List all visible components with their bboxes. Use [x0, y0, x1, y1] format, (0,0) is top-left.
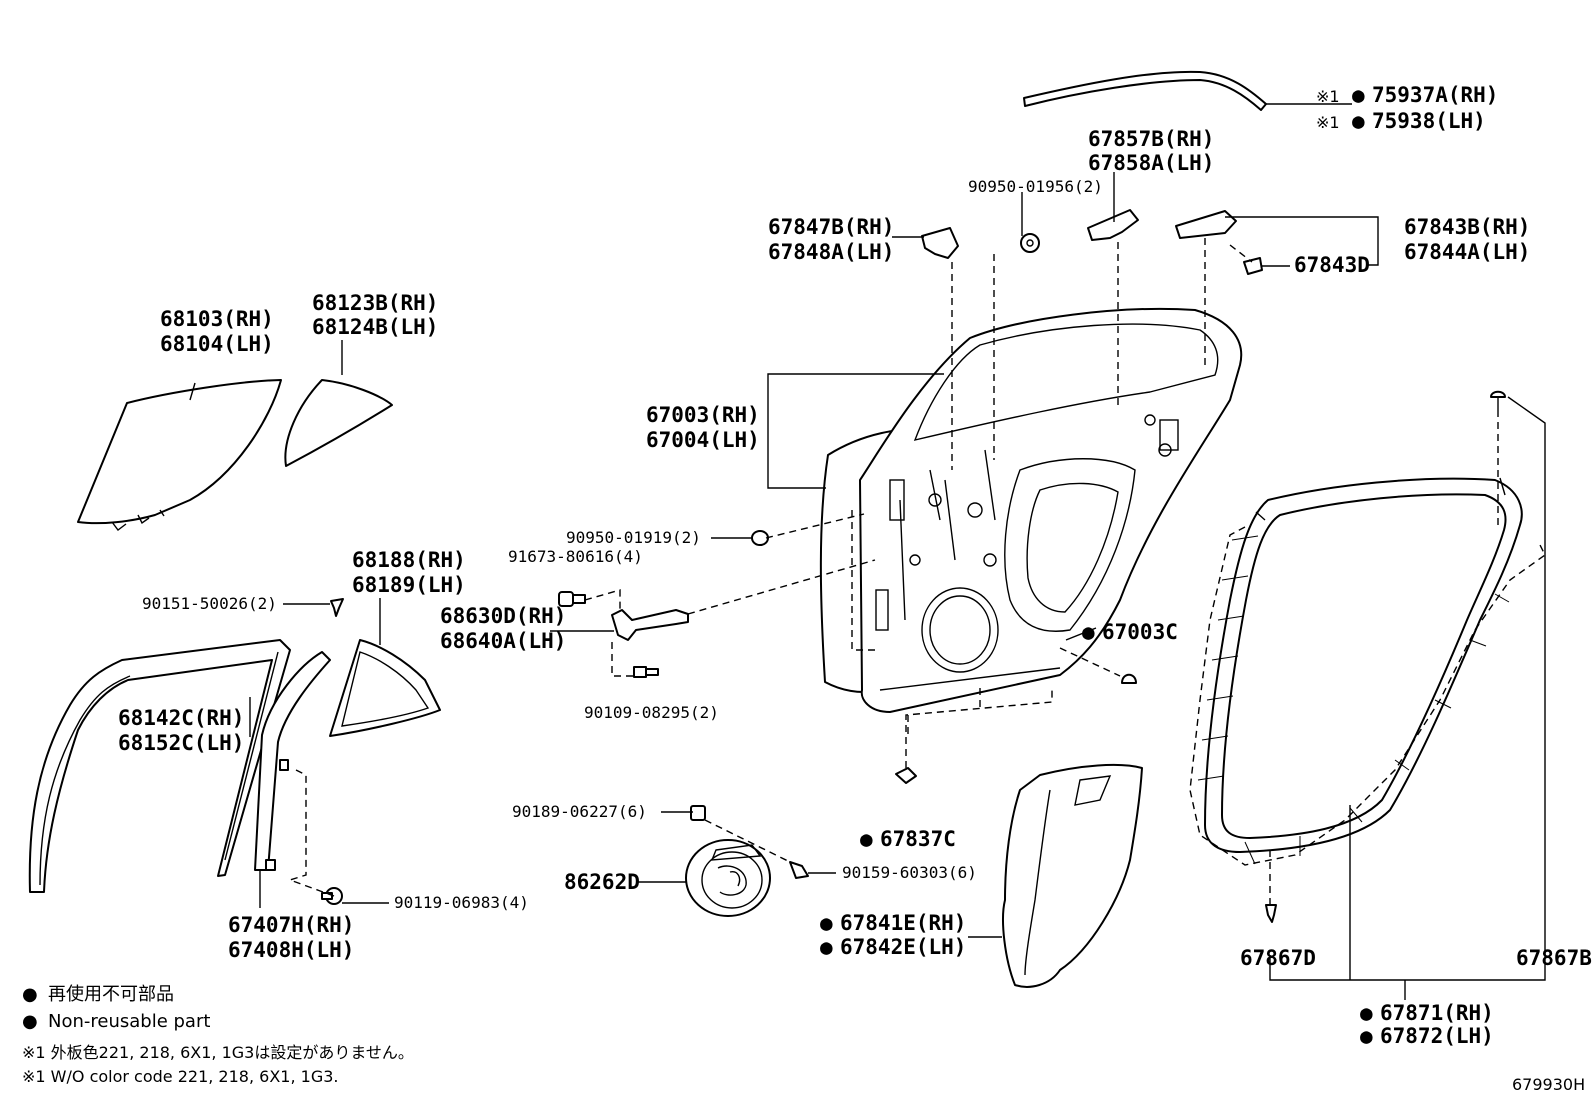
- label-68103: 68103(RH): [160, 307, 274, 331]
- clip-67837c-part: [895, 767, 917, 784]
- division-bar-part: [254, 651, 331, 871]
- label-75938-mark: ※1: [1316, 113, 1340, 132]
- glass-run-part: [28, 639, 291, 893]
- grommet-90950-01919-part: [751, 530, 769, 546]
- clip-67847b-part: [921, 227, 959, 259]
- label-67857b: 67857B(RH): [1088, 127, 1214, 151]
- label-67848a: 67848A(LH): [768, 240, 894, 264]
- dashed-lines: [287, 238, 1499, 905]
- label-67003c-bullet: ●: [1082, 620, 1095, 644]
- door-glass-part: [77, 379, 282, 531]
- legend-en-bullet: ●: [22, 1011, 38, 1032]
- bracket-67843b-part: [1175, 210, 1237, 239]
- bolt-91673-part: [558, 591, 586, 607]
- label-68630d: 68630D(RH): [440, 604, 566, 628]
- label-67407h: 67407H(RH): [228, 913, 354, 937]
- label-75937a-mark: ※1: [1316, 87, 1340, 106]
- label-67837c-bullet: ●: [860, 827, 873, 851]
- legend-jp-nonreusable: 再使用不可部品: [48, 984, 174, 1005]
- label-90119: 90119-06983(4): [394, 893, 529, 912]
- label-67408h: 67408H(LH): [228, 938, 354, 962]
- door-weatherstrip-part: [1204, 477, 1523, 853]
- label-67837c: 67837C: [880, 827, 956, 851]
- label-68104: 68104(LH): [160, 332, 274, 356]
- clip-90189-part: [690, 805, 706, 821]
- label-90950-01919: 90950-01919(2): [566, 528, 701, 547]
- label-67004: 67004(LH): [646, 428, 760, 452]
- label-75937a-bullet: ●: [1352, 83, 1365, 107]
- label-67842e: 67842E(LH): [840, 935, 966, 959]
- label-67872-bullet: ●: [1360, 1024, 1373, 1048]
- leader-lines: [189, 103, 1546, 1000]
- legend-en-note: ※1 W/O color code 221, 218, 6X1, 1G3.: [22, 1067, 338, 1086]
- clip-67843d-part: [1243, 257, 1263, 275]
- label-91673: 91673-80616(4): [508, 547, 643, 566]
- label-67003c: 67003C: [1102, 620, 1178, 644]
- door-check-part: [611, 609, 689, 641]
- grommet-90950-01956-part: [1020, 233, 1040, 253]
- label-67867d: 67867D: [1240, 946, 1316, 970]
- label-68152c: 68152C(LH): [118, 731, 244, 755]
- label-68640a: 68640A(LH): [440, 629, 566, 653]
- label-90950-01956: 90950-01956(2): [968, 177, 1103, 196]
- label-67842e-bullet: ●: [820, 935, 833, 959]
- service-hole-cover-part: [1002, 763, 1143, 988]
- label-67003: 67003(RH): [646, 403, 760, 427]
- legend-jp-note: ※1 外板色221, 218, 6X1, 1G3は設定がありません。: [22, 1043, 414, 1062]
- label-75938: 75938(LH): [1372, 109, 1486, 133]
- label-90189: 90189-06227(6): [512, 802, 647, 821]
- clip-67867b-part: [1490, 390, 1506, 410]
- label-67843d: 67843D: [1294, 253, 1370, 277]
- label-68188: 68188(RH): [352, 548, 466, 572]
- label-68124b: 68124B(LH): [312, 315, 438, 339]
- label-67871: 67871(RH): [1380, 1001, 1494, 1025]
- label-68142c: 68142C(RH): [118, 706, 244, 730]
- roof-moulding-part: [1023, 70, 1267, 111]
- label-75938-bullet: ●: [1352, 109, 1365, 133]
- speaker-part: [685, 839, 771, 917]
- label-67843b: 67843B(RH): [1404, 215, 1530, 239]
- legend: ● 再使用不可部品 ● Non-reusable part ※1 外板色221,…: [22, 984, 414, 1086]
- label-86262d: 86262D: [564, 870, 640, 894]
- legend-jp-bullet: ●: [22, 984, 38, 1005]
- label-67847b: 67847B(RH): [768, 215, 894, 239]
- label-67844a: 67844A(LH): [1404, 240, 1530, 264]
- label-90159: 90159-60303(6): [842, 863, 977, 882]
- part-labels: ※1 ● 75937A(RH) ※1 ● 75938(LH) 67857B(RH…: [118, 83, 1592, 1048]
- label-67858a: 67858A(LH): [1088, 151, 1214, 175]
- door-panel-part: [819, 307, 1243, 713]
- bracket-67857b-part: [1087, 209, 1139, 241]
- bolt-90109-part: [633, 666, 659, 678]
- label-67871-bullet: ●: [1360, 1001, 1373, 1025]
- cap-67003c-part: [1121, 673, 1137, 684]
- screw-90151-part: [330, 598, 344, 617]
- weatherstrip-hatch: [1197, 535, 1510, 865]
- clip-67867d-part: [1265, 904, 1277, 923]
- quarter-window-frame-part: [329, 639, 441, 737]
- label-68123b: 68123B(RH): [312, 291, 438, 315]
- label-90151: 90151-50026(2): [142, 594, 277, 613]
- label-67872: 67872(LH): [1380, 1024, 1494, 1048]
- label-90109: 90109-08295(2): [584, 703, 719, 722]
- label-67867b: 67867B: [1516, 946, 1592, 970]
- label-67841e: 67841E(RH): [840, 911, 966, 935]
- quarter-glass-part: [284, 379, 393, 467]
- label-67841e-bullet: ●: [820, 911, 833, 935]
- label-75937a: 75937A(RH): [1372, 83, 1498, 107]
- diagram-reference-number: 679930H: [1512, 1075, 1585, 1094]
- legend-en-nonreusable: Non-reusable part: [48, 1011, 210, 1032]
- screw-90159-part: [789, 861, 809, 879]
- weatherstrip-outline: [1189, 526, 1546, 866]
- label-68189: 68189(LH): [352, 573, 466, 597]
